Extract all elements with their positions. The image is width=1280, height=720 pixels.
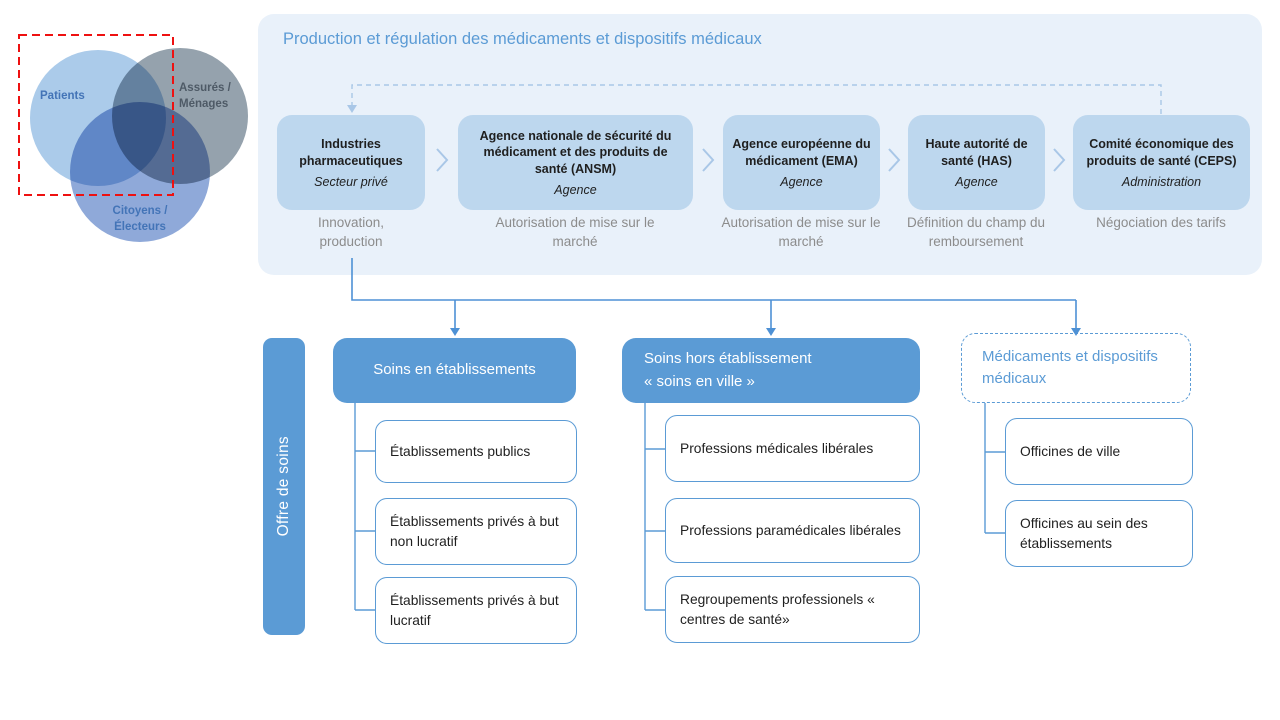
agency-name: Haute autorité de santé (HAS) bbox=[925, 137, 1028, 168]
agency-type: Administration bbox=[1121, 174, 1202, 189]
agency-box-ansm: Agence nationale de sécurité du médicame… bbox=[458, 115, 693, 210]
child-box-professions-medicales: Professions médicales libérales bbox=[665, 415, 920, 482]
venn-label-assures-menages: Assurés / Ménages bbox=[179, 82, 231, 110]
agency-caption-tarifs: Négociation des tarifs bbox=[1096, 215, 1226, 230]
branch-header-medicaments-dispositifs: Médicaments et dispositifs médicaux bbox=[961, 333, 1191, 403]
agency-caption-amm-ansm: Autorisation de mise sur le marché bbox=[495, 215, 655, 249]
agency-caption-innovation: Innovation, production bbox=[317, 215, 385, 249]
agency-name: Comité économique des produits de santé … bbox=[1086, 137, 1237, 168]
agency-caption-amm-ema: Autorisation de mise sur le marché bbox=[721, 215, 881, 249]
agency-name: Agence européenne du médicament (EMA) bbox=[732, 137, 871, 168]
chevron-right-icon bbox=[1053, 148, 1066, 172]
agency-box-ema: Agence européenne du médicament (EMA) Ag… bbox=[723, 115, 880, 210]
arrowhead-down bbox=[766, 328, 776, 336]
child-box-prives-lucratif: Établissements privés à but lucratif bbox=[375, 577, 577, 644]
panel-title: Production et régulation des médicaments… bbox=[283, 30, 762, 48]
chevron-right-icon bbox=[888, 148, 901, 172]
agency-box-industries-pharmaceutiques: Industries pharmaceutiques Secteur privé bbox=[277, 115, 425, 210]
child-box-etablissements-publics: Établissements publics bbox=[375, 420, 577, 483]
agency-type: Agence bbox=[955, 174, 998, 189]
venn-label-patients: Patients bbox=[40, 90, 85, 102]
offre-de-soins-label: Offre de soins bbox=[275, 436, 292, 537]
arrowhead-down bbox=[450, 328, 460, 336]
offre-de-soins-bar: Offre de soins bbox=[263, 338, 305, 635]
agency-box-has: Haute autorité de santé (HAS) Agence bbox=[908, 115, 1045, 210]
agency-name: Agence nationale de sécurité du médicame… bbox=[479, 129, 672, 176]
branch-header-soins-etablissements: Soins en établissements bbox=[333, 338, 576, 403]
bracket-connector-col1 bbox=[354, 403, 375, 611]
child-box-professions-paramedicales: Professions paramédicales libérales bbox=[665, 498, 920, 563]
bracket-connector-col2 bbox=[644, 403, 665, 611]
bracket-connector-col3 bbox=[984, 403, 1005, 534]
agency-type: Agence bbox=[554, 182, 597, 197]
child-box-prives-non-lucratif: Établissements privés à but non lucratif bbox=[375, 498, 577, 565]
agency-type: Agence bbox=[780, 174, 823, 189]
child-box-regroupements-professionels: Regroupements professionels « centres de… bbox=[665, 576, 920, 643]
child-box-officines-etablissements: Officines au sein des établissements bbox=[1005, 500, 1193, 567]
child-box-officines-ville: Officines de ville bbox=[1005, 418, 1193, 485]
agency-name: Industries pharmaceutiques bbox=[299, 137, 403, 168]
agency-type: Secteur privé bbox=[314, 174, 388, 189]
agency-box-ceps: Comité économique des produits de santé … bbox=[1073, 115, 1250, 210]
chevron-right-icon bbox=[436, 148, 449, 172]
chevron-right-icon bbox=[702, 148, 715, 172]
branch-header-soins-ville: Soins hors établissement « soins en vill… bbox=[622, 338, 920, 403]
venn-label-citoyens-electeurs: Citoyens / Électeurs bbox=[112, 205, 168, 233]
agency-caption-remboursement: Définition du champ du remboursement bbox=[906, 215, 1046, 249]
